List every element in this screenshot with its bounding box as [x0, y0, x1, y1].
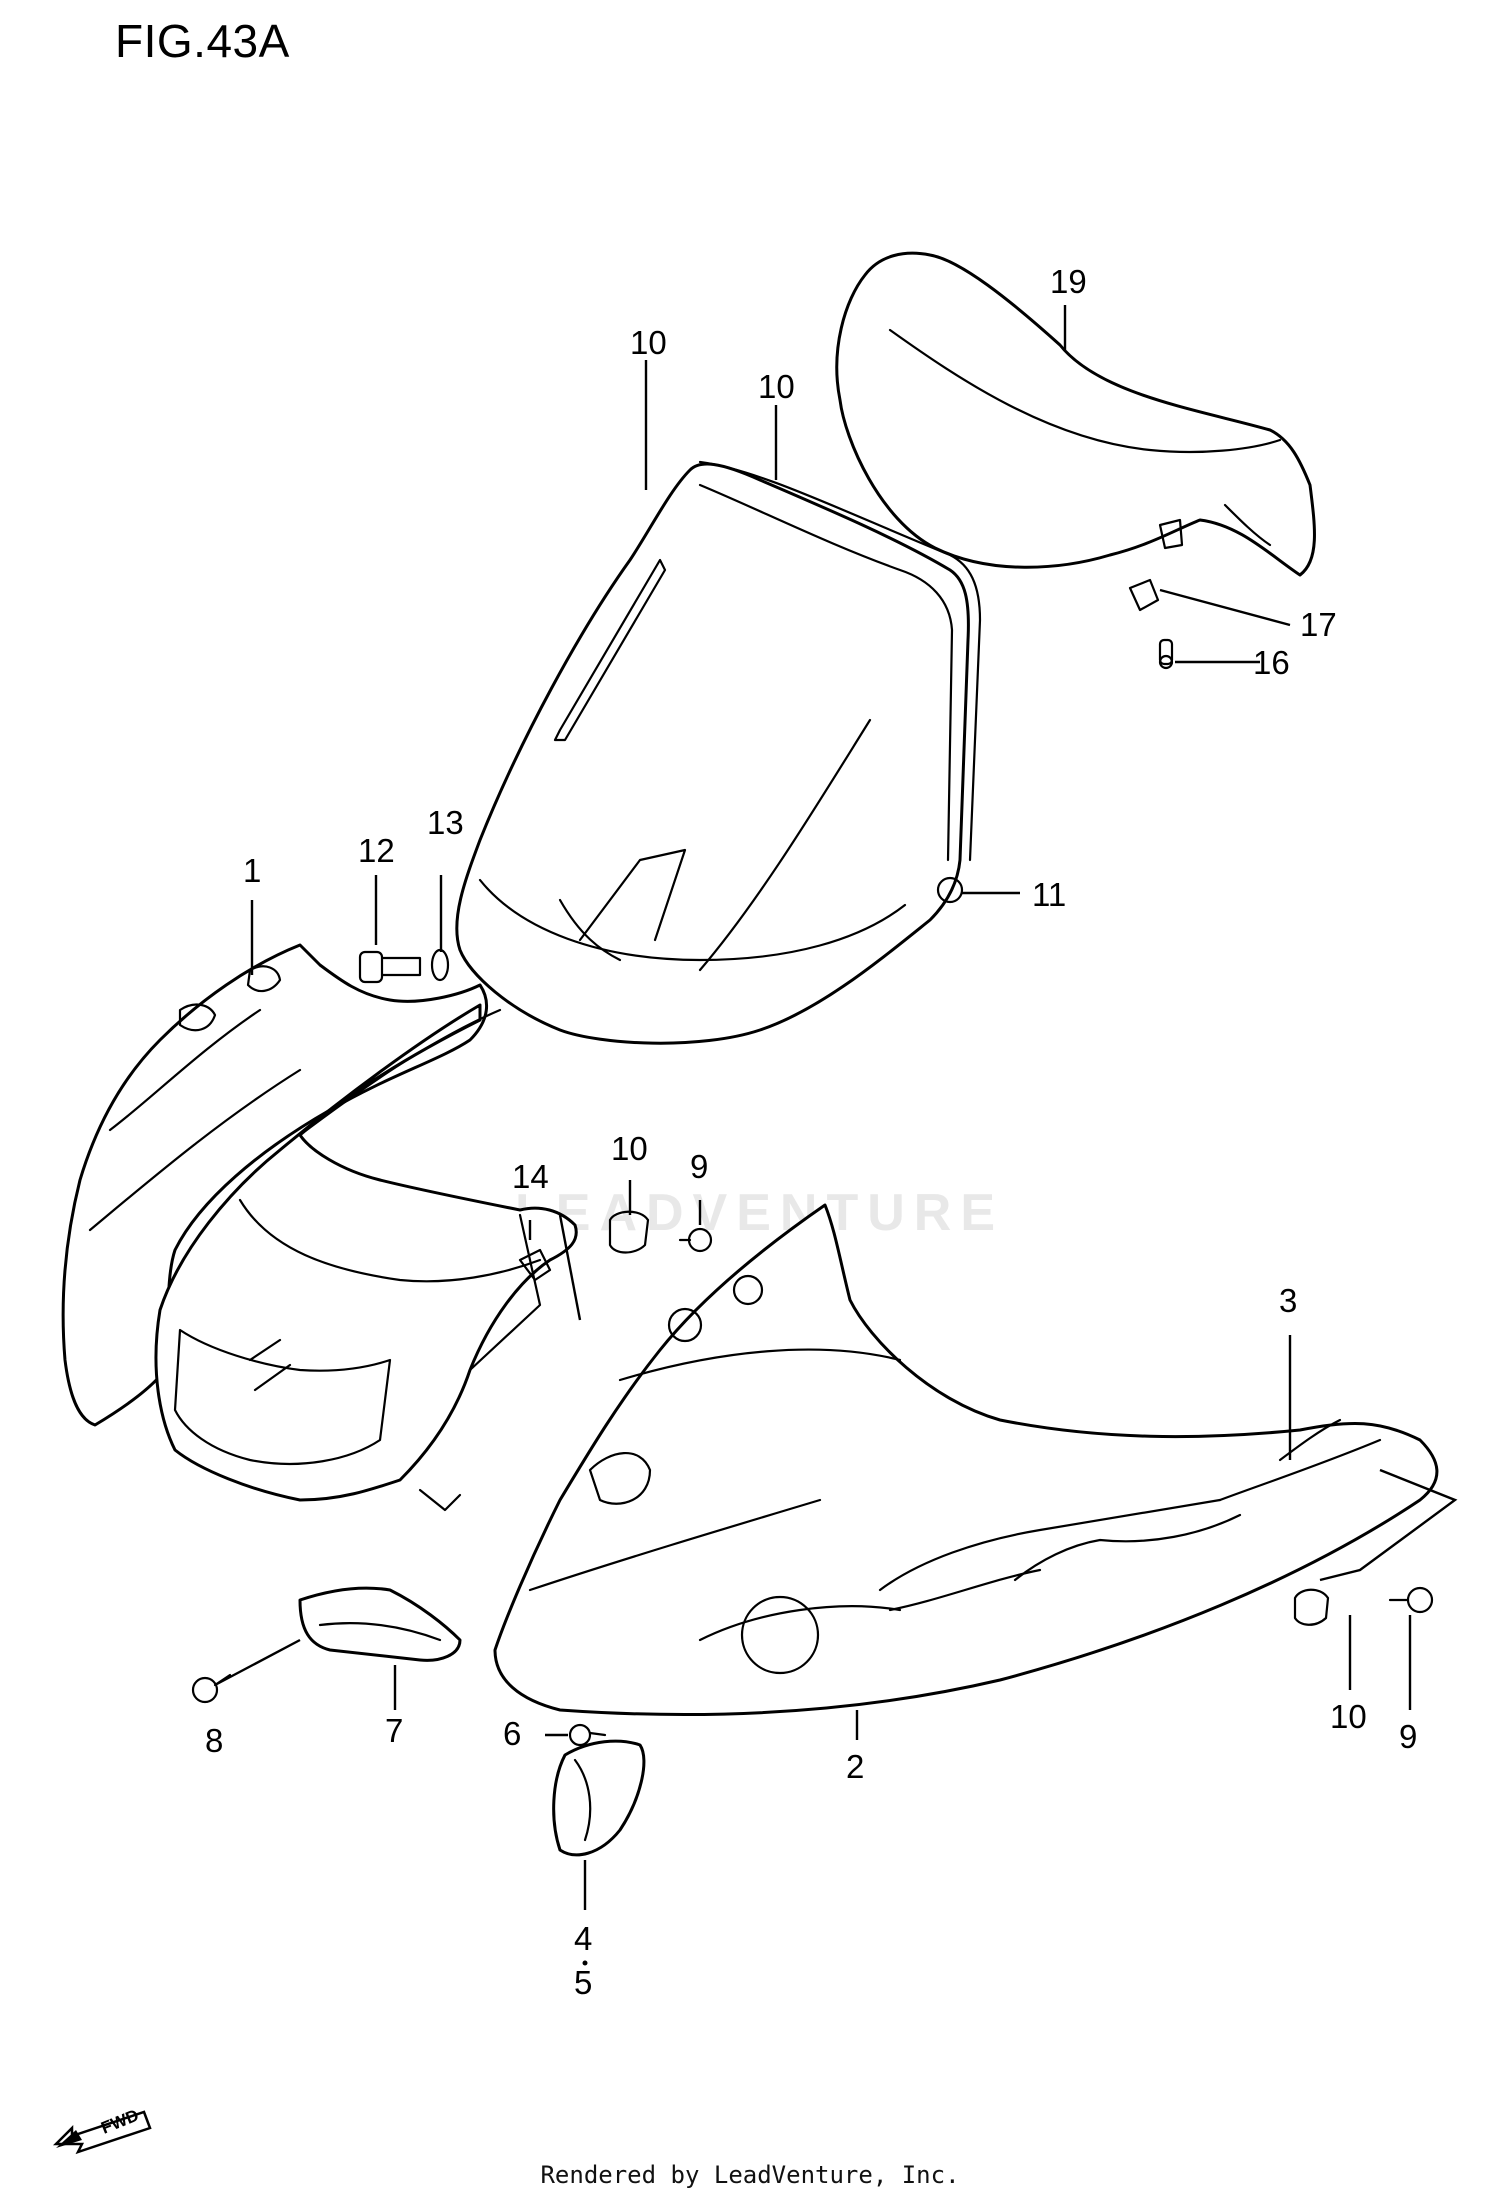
fwd-arrow-icon: FWD	[52, 2090, 152, 2161]
part-9-screw-lower[interactable]	[1388, 1586, 1434, 1614]
part-upper-cowl-center[interactable]	[154, 1003, 578, 1512]
part-7-bracket[interactable]	[298, 1586, 462, 1662]
part-18-screw[interactable]	[1158, 638, 1174, 670]
part-17-meter-cover[interactable]	[835, 251, 1316, 577]
callout-18: 16	[1253, 644, 1290, 681]
part-10-grommet-lower[interactable]	[1293, 1588, 1330, 1626]
callout-4: 4	[574, 1920, 592, 1957]
figure-title: FIG.43A	[115, 15, 290, 67]
callout-15: 13	[427, 804, 464, 841]
part-3-bandit-decal[interactable]	[878, 1418, 1342, 1612]
callout-8: 8	[205, 1722, 223, 1759]
part-11-windscreen[interactable]	[455, 462, 970, 1045]
part-12-screen-trim[interactable]	[698, 460, 982, 862]
callout-1: 1	[243, 852, 261, 889]
callout-7: 7	[385, 1712, 403, 1749]
callout-3: 3	[1279, 1282, 1297, 1319]
callout-11: 10	[630, 324, 667, 361]
part-10-grommet-upper[interactable]	[608, 1210, 650, 1254]
leader-lines	[214, 305, 1458, 1910]
part-9-screw-upper[interactable]	[678, 1227, 713, 1253]
callout-separator-dot	[582, 1960, 588, 1966]
callout-13: 11	[1032, 876, 1066, 913]
callout-12: 10	[758, 368, 795, 405]
part-15-washer[interactable]	[430, 948, 450, 982]
leadventure-watermark: LEADVENTURE	[515, 1184, 1005, 1242]
callout-14: 12	[358, 832, 395, 869]
part-13-grommet[interactable]	[936, 876, 964, 904]
part-14-bolt[interactable]	[358, 950, 422, 984]
callout-19: 17	[1300, 606, 1337, 643]
callout-10-lower: 10	[1330, 1698, 1367, 1735]
part-2-lower-cowling[interactable]	[493, 1203, 1439, 1717]
callout-16: 14	[512, 1158, 549, 1195]
part-16-clip[interactable]	[518, 1248, 552, 1282]
part-6-screw[interactable]	[568, 1723, 607, 1747]
callout-2: 2	[846, 1748, 864, 1785]
callout-9-upper: 9	[690, 1148, 708, 1185]
callout-10-upper: 10	[611, 1130, 648, 1167]
part-4-5-side-trim[interactable]	[552, 1739, 646, 1857]
part-19-nut[interactable]	[1128, 578, 1160, 612]
callout-5: 5	[574, 1964, 592, 2001]
callout-6: 6	[503, 1715, 521, 1752]
footer-credit: Rendered by LeadVenture, Inc.	[540, 2161, 960, 2189]
callout-9-lower: 9	[1399, 1718, 1417, 1755]
callout-17: 19	[1050, 263, 1087, 300]
